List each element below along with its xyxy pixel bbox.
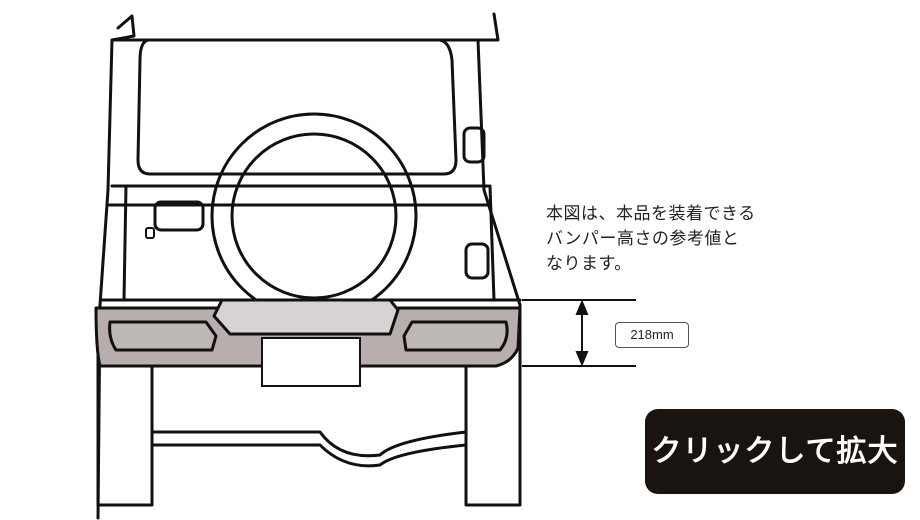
dimension-label: 218mm	[615, 322, 689, 348]
bumper-height-note: 本図は、本品を装着できる バンパー高さの参考値と なります。	[546, 202, 796, 277]
rear-window	[136, 38, 458, 176]
spare-tire-inner	[230, 132, 398, 300]
click-to-enlarge-button[interactable]: クリックして拡大	[645, 409, 905, 494]
spare-tire-outer	[210, 112, 418, 320]
upper-hinge	[462, 126, 486, 164]
note-line-2: バンパー高さの参考値と	[546, 229, 740, 249]
dimension-arrow-down	[575, 351, 589, 367]
right-wheel	[464, 348, 522, 507]
key-hole	[145, 227, 155, 239]
lower-hinge	[464, 242, 490, 280]
note-line-1: 本図は、本品を装着できる	[546, 204, 756, 224]
rear-axle	[150, 430, 468, 468]
door-handle	[153, 200, 205, 232]
body-pillar	[122, 184, 496, 302]
license-plate	[261, 337, 361, 387]
belt-line	[100, 184, 522, 302]
left-lamp	[108, 320, 218, 352]
note-line-3: なります。	[546, 254, 632, 274]
bumper-center	[212, 298, 400, 336]
dimension-arrow-up	[575, 299, 589, 315]
left-wheel	[96, 348, 154, 507]
body-outline	[96, 12, 522, 520]
right-lamp	[402, 320, 509, 352]
